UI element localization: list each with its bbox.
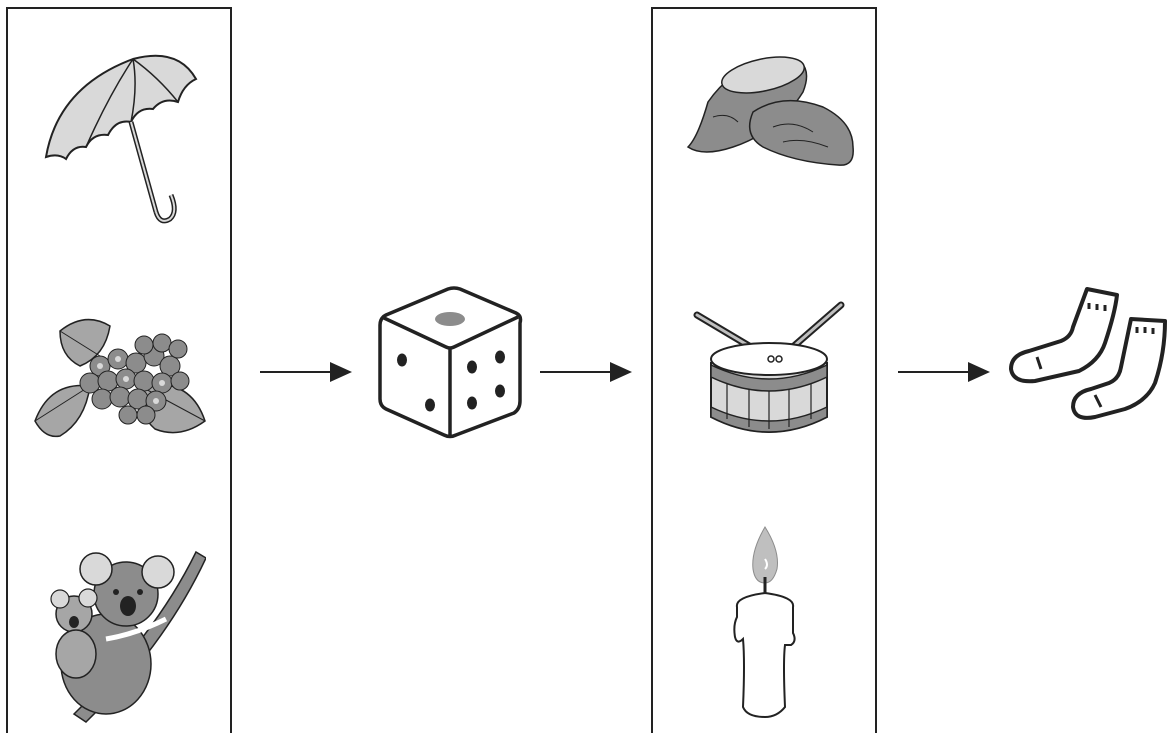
- umbrella-icon: [38, 47, 208, 227]
- right-column-panel: [651, 7, 877, 733]
- koala-icon: [46, 544, 206, 724]
- left-column-panel: [6, 7, 232, 733]
- sweet-potato-icon: [683, 47, 858, 172]
- candle-icon: [725, 521, 805, 721]
- drum-icon: [691, 297, 846, 447]
- arrow-to-right-column: [538, 360, 634, 384]
- hydrangea-icon: [30, 311, 210, 446]
- arrow-to-dice: [258, 360, 354, 384]
- socks-icon: [1005, 283, 1170, 423]
- dice-icon: [374, 285, 526, 440]
- arrow-to-socks: [896, 360, 992, 384]
